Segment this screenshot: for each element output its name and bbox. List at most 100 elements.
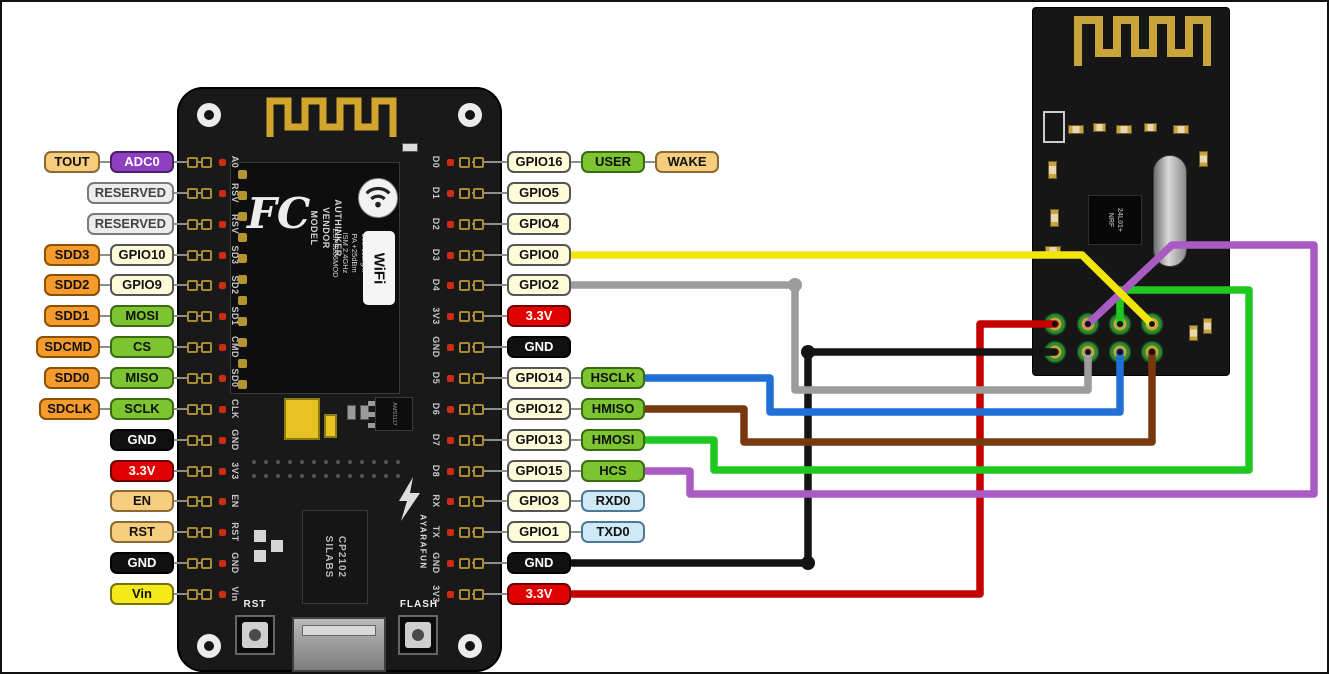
wifi-badge: WiFi [363, 231, 395, 305]
usb-connector [292, 617, 386, 672]
pin-label-sdd0: SDD0 [44, 367, 100, 389]
crystal-oscillator [1153, 155, 1187, 267]
nrf-chip-text: 24L01+ NRF [1106, 208, 1124, 232]
nodemcu-right-pin-row-gpio13-9: GPIO13 HMOSI [507, 429, 645, 451]
nodemcu-right-pin-row-gpio2-4: GPIO2 [507, 274, 571, 296]
wifi-logo [358, 178, 398, 218]
silkscreen-outline [1043, 111, 1065, 143]
pin-label-gnd: GND [507, 552, 571, 574]
nodemcu-left-pin-row-gnd-13: GND [2, 552, 174, 574]
pin-label-gpio9: GPIO9 [110, 274, 174, 296]
pin-label-en: EN [110, 490, 174, 512]
pin-label-gpio5: GPIO5 [507, 182, 571, 204]
capacitor-yellow-small [324, 414, 337, 438]
rst-button-label: RST [243, 599, 267, 610]
nodemcu-right-pin-row-gpio0-3: GPIO0 [507, 244, 571, 266]
smd-component [1203, 318, 1212, 334]
pin-label-txd0: TXD0 [581, 521, 645, 543]
pin-label-mosi: MOSI [110, 305, 174, 327]
pin-label-sclk: SCLK [110, 398, 174, 420]
voltage-regulator: AMS1117 [375, 397, 413, 431]
nodemcu-board-art [266, 97, 420, 521]
usb-uart-chip: CP2102 SILABS [302, 510, 368, 604]
pin-label-gnd: GND [110, 552, 174, 574]
pin-label-sdclk: SDCLK [39, 398, 100, 420]
pin-label-sdd3: SDD3 [44, 244, 100, 266]
usb-uart-chip-text: CP2102 SILABS [322, 536, 348, 579]
mounting-hole [458, 103, 482, 127]
pin-label-3-3v: 3.3V [507, 583, 571, 605]
pin-label-hmosi: HMOSI [581, 429, 645, 451]
pin-label-miso: MISO [110, 367, 174, 389]
nrf-board-art [1074, 16, 1211, 66]
module-text-line: ESP8266MOD [331, 228, 341, 278]
nrf24l01-chip: 24L01+ NRF [1088, 195, 1142, 245]
pin-label-gpio2: GPIO2 [507, 274, 571, 296]
pin-label-hcs: HCS [581, 460, 645, 482]
module-text-line: PA +25dBm [350, 233, 360, 273]
smd-component [1144, 123, 1157, 132]
regulator-leg [368, 412, 375, 417]
nodemcu-left-pin-row-reserved-1: RESERVED [2, 182, 174, 204]
chip-text-line: 24L01+ [1116, 208, 1123, 232]
wifi-logo-arcs [365, 186, 391, 208]
mounting-hole [197, 634, 221, 658]
nodemcu-left-pin-row-rst-12: RST [2, 521, 174, 543]
pin-label-adc0: ADC0 [110, 151, 174, 173]
regulator-leg [368, 401, 375, 406]
chip-text-line: SILABS [323, 535, 334, 579]
pin-label-vin: Vin [110, 583, 174, 605]
smd-component [1093, 123, 1106, 132]
wire-junction-dot [801, 556, 815, 570]
mounting-hole [458, 634, 482, 658]
wire-3v3-to-nrf-vcc [568, 320, 1059, 598]
nodemcu-right-pin-row-3-3v-5: 3.3V [507, 305, 571, 327]
pin-label-reserved: RESERVED [86, 182, 174, 204]
rst-button [235, 615, 275, 655]
pin-label-gpio4: GPIO4 [507, 213, 571, 235]
smd-component [347, 405, 356, 420]
pin-label-gpio10: GPIO10 [110, 244, 174, 266]
smd-component [1068, 125, 1084, 134]
pcb-antenna-trace [266, 97, 397, 137]
pin-label-3-3v: 3.3V [507, 305, 571, 327]
smd-component [1045, 246, 1061, 255]
pin-label-cs: CS [110, 336, 174, 358]
esp8266-module: FC AUTHINKER VENDOR MODEL 802.11b/g/n PA… [230, 162, 400, 394]
pin-label-hsclk: HSCLK [581, 367, 645, 389]
wifi-badge-text: WiFi [370, 252, 388, 284]
wire-junction-dot [801, 345, 815, 359]
regulator-text: AMS1117 [391, 402, 397, 426]
solder-pad [254, 550, 266, 562]
pin-label-rst: RST [110, 521, 174, 543]
vendor-text: AYARAFUN [418, 514, 428, 570]
lightning-icon [399, 477, 420, 521]
flash-button-label: FLASH [399, 599, 439, 610]
smd-component [1173, 125, 1189, 134]
wire-gnd-to-nrf-gnd [568, 348, 1059, 567]
smd-component [1116, 125, 1132, 134]
nodemcu-right-pin-row-gnd-13: GND [507, 552, 571, 574]
pin-label-gpio12: GPIO12 [507, 398, 571, 420]
nodemcu-left-pin-row-gpio10-3: SDD3 GPIO10 [2, 244, 174, 266]
pin-label-reserved: RESERVED [86, 213, 174, 235]
smd-component [402, 143, 418, 152]
smd-component [1189, 325, 1198, 341]
pin-label-gpio13: GPIO13 [507, 429, 571, 451]
nodemcu-right-pin-row-gpio4-2: GPIO4 [507, 213, 571, 235]
nodemcu-right-pin-row-gpio5-1: GPIO5 [507, 182, 571, 204]
flash-button [398, 615, 438, 655]
nodemcu-left-pin-row-en-11: EN [2, 490, 174, 512]
chip-text-line: CP2102 [336, 535, 347, 579]
module-text-line: ISM 2.4GHz [341, 232, 350, 274]
regulator-leg [368, 423, 375, 428]
nodemcu-left-pin-row-sclk-8: SDCLK SCLK [2, 398, 174, 420]
chip-text-line: NRF [1107, 212, 1114, 228]
wire-gpio2-to-nrf [568, 281, 1092, 394]
nodemcu-board: FC AUTHINKER VENDOR MODEL 802.11b/g/n PA… [177, 87, 502, 672]
nodemcu-left-pin-row-miso-7: SDD0 MISO [2, 367, 174, 389]
